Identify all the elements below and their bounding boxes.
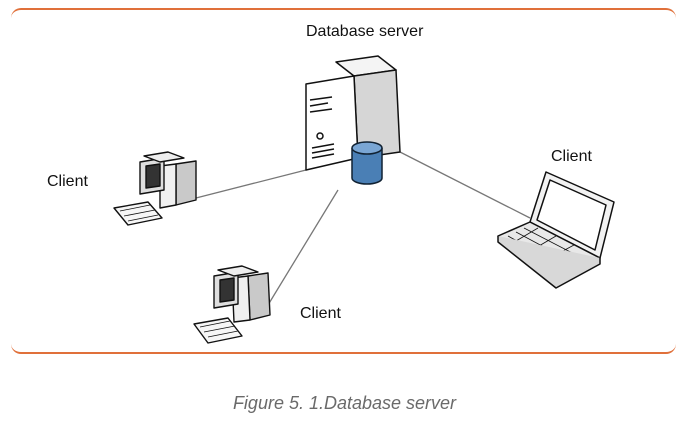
client-right-label: Client (551, 148, 592, 165)
line-to-client-left (195, 169, 307, 199)
desktop-computer-bottom-icon (193, 265, 271, 344)
database-icon (351, 141, 383, 185)
client-bottom-label: Client (300, 305, 341, 322)
connection-lines (195, 151, 531, 306)
line-to-client-right (399, 151, 531, 219)
server-label: Database server (306, 23, 424, 40)
client-left-label: Client (47, 173, 88, 190)
line-to-client-bottom (267, 189, 339, 306)
laptop-icon (497, 171, 615, 289)
figure-frame (11, 8, 676, 354)
figure-caption: Figure 5. 1.Database server (232, 393, 457, 413)
desktop-computer-left-icon (113, 151, 197, 226)
